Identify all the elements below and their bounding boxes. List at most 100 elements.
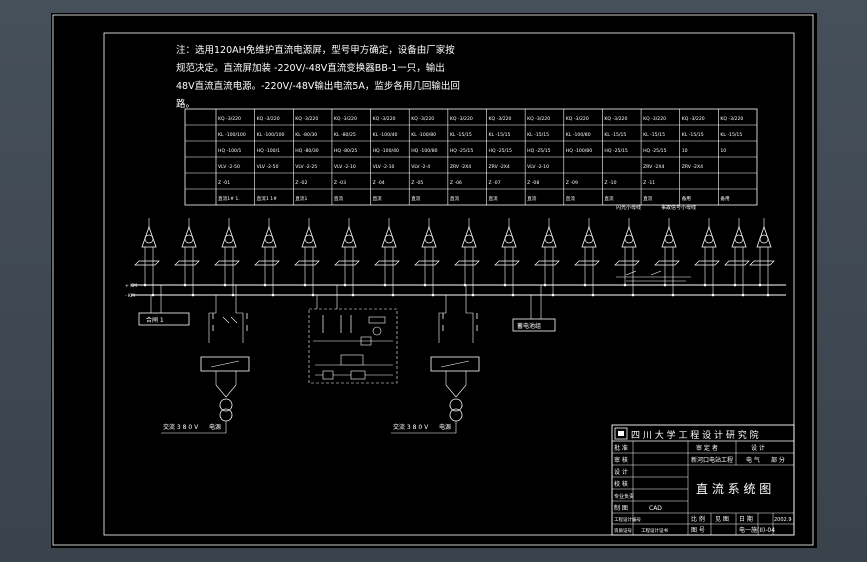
table-cell: Z -01 (218, 180, 230, 186)
table-cell: 直流 (527, 195, 537, 202)
tb-row-label: 制 图 (614, 504, 628, 512)
table-cell: KQ -3/220 (489, 116, 512, 122)
tb-date-label: 日 期 (739, 515, 753, 523)
table-cell: KL -15/15 (720, 132, 742, 138)
table-cell: 直流1# 1. (218, 195, 240, 202)
dc-busbars: + KM - KM (125, 270, 786, 299)
table-cell: HQ -100/40 (373, 148, 399, 154)
tb-part: 部 分 (771, 456, 785, 464)
tb-row-label: 审 核 (614, 456, 628, 464)
table-cell: KL -15/15 (527, 132, 549, 138)
table-cell: KQ -3/220 (720, 116, 743, 122)
table-cell: VLV -2-10 (334, 164, 356, 170)
table-cell: Z -03 (334, 180, 346, 186)
table-cell: KL -15/15 (643, 132, 665, 138)
feeder-symbol (654, 218, 680, 297)
table-cell: VLV -2-50 (218, 164, 240, 170)
drawing-title: 直 流 系 统 图 (696, 482, 771, 496)
tb-license-label: 资质证号 (614, 527, 632, 534)
table-cell: 直流 (489, 195, 499, 202)
table-cell: 直流 (643, 195, 653, 202)
tb-date-value: 2002.9 (774, 517, 792, 523)
closing-bus-box: 合闸 1 (138, 285, 190, 326)
table-cell: Z -06 (450, 180, 462, 186)
inner-border (103, 32, 795, 536)
ac-source-label-1: 交流 3 8 0 V (163, 423, 199, 431)
table-cell: 直流 (373, 195, 383, 202)
charger-rectifier-1: 交流 3 8 0 V 电源 (161, 285, 250, 434)
note-line: 路。 (176, 98, 195, 110)
table-cell: KL -15/15 (604, 132, 626, 138)
table-cell: 10 (682, 148, 688, 154)
tb-row-label: 设 计 (614, 468, 628, 476)
table-cell: KQ -3/220 (334, 116, 357, 122)
feeder-symbol (534, 218, 560, 297)
note-line: 48V直流直流电源。-220V/-48V输出电流5A，监步各用几回输出回 (176, 80, 460, 92)
table-cell: Z -10 (604, 180, 616, 186)
ac-source-suffix-1: 电源 (209, 423, 221, 431)
tb-scale-label: 比 例 (691, 515, 705, 523)
table-cell: 直流1 (295, 195, 307, 202)
tb-scale-value: 见 图 (715, 516, 729, 523)
drawing-sheet[interactable]: 注：选用120AH免维护直流电源屏，型号甲方确定，设备由厂家按 规范决定。直流屏… (51, 13, 817, 548)
table-cell: KQ -3/220 (566, 116, 589, 122)
table-cell: KQ -3/220 (411, 116, 434, 122)
table-cell: 直流 (604, 195, 614, 202)
table-cell: 直流 (566, 195, 576, 202)
table-cell: HQ -25/15 (604, 148, 628, 154)
table-cell: Z -07 (489, 180, 501, 186)
table-cell: KL -15/15 (489, 132, 511, 138)
tb-drawing-no-label: 图 号 (691, 527, 705, 534)
table-cell: HQ -100/1 (218, 148, 242, 154)
table-cell: HQ -80/30 (295, 148, 319, 154)
table-cell: Z -02 (295, 180, 307, 186)
ac-source-label-2: 交流 3 8 0 V (393, 423, 429, 431)
table-cell: VLV -2-4 (411, 164, 430, 170)
note-line: 规范决定。直流屏加装 -220V/-48V直流变换器BB-1一只，输出 (176, 62, 445, 74)
flash-bus-label: 闪光小母线 (616, 204, 641, 211)
table-cell: 直流 (411, 195, 421, 202)
feeder-symbol (454, 218, 480, 297)
table-cell: Z -09 (566, 180, 578, 186)
table-cell: ZRV -2X4 (643, 164, 664, 170)
alarm-bus-label: 事故信号小母线 (661, 204, 696, 211)
table-cell: KL -80/25 (334, 132, 356, 138)
table-cell: HQ -25/15 (450, 148, 474, 154)
table-cell: HQ -100/80 (411, 148, 437, 154)
table-cell: HQ -25/15 (527, 148, 551, 154)
closing-bus-label: 合闸 1 (146, 316, 164, 324)
institute-name: 四 川 大 学 工 程 设 计 研 究 院 (631, 429, 759, 441)
table-cell: HQ -25/15 (643, 148, 667, 154)
table-cell: Z -11 (643, 180, 655, 186)
table-cell: 直流 (334, 195, 344, 202)
feeder-symbol (414, 218, 440, 297)
table-cell: HQ -100/80 (566, 148, 592, 154)
battery-bank-label: 蓄电池组 (517, 322, 541, 330)
table-cell: HQ -25/15 (489, 148, 513, 154)
table-cell: KQ -3/220 (527, 116, 550, 122)
tb-approver: 审 定 者 (696, 444, 718, 452)
table-cell: KQ -3/220 (450, 116, 473, 122)
table-cell: KQ -3/220 (218, 116, 241, 122)
table-cell: KL -100/100 (218, 132, 246, 138)
outer-border (52, 14, 814, 546)
tb-drawing-no-value: 电一施(II)-04 (739, 526, 775, 534)
feeder-symbol (724, 218, 750, 297)
monitoring-circuit (308, 285, 398, 384)
table-cell: KL -100/100 (257, 132, 285, 138)
bus-positive-label: + KM (125, 283, 137, 289)
feeder-circuits (134, 218, 775, 297)
table-cell: KQ -3/220 (643, 116, 666, 122)
table-cell: KQ -3/220 (295, 116, 318, 122)
feeder-symbol (494, 218, 520, 297)
feeder-symbol (694, 218, 720, 297)
table-cell: 10 (720, 148, 726, 154)
table-cell: 备用 (682, 195, 692, 202)
battery-bank-box: 蓄电池组 (512, 285, 556, 332)
tb-project-number-label: 工程设计编号 (614, 516, 641, 523)
dc-system-drawing: 注：选用120AH免维护直流电源屏，型号甲方确定，设备由厂家按 规范决定。直流屏… (52, 14, 814, 546)
table-cell: KL -100/80 (566, 132, 591, 138)
table-cell: KQ -3/220 (257, 116, 280, 122)
